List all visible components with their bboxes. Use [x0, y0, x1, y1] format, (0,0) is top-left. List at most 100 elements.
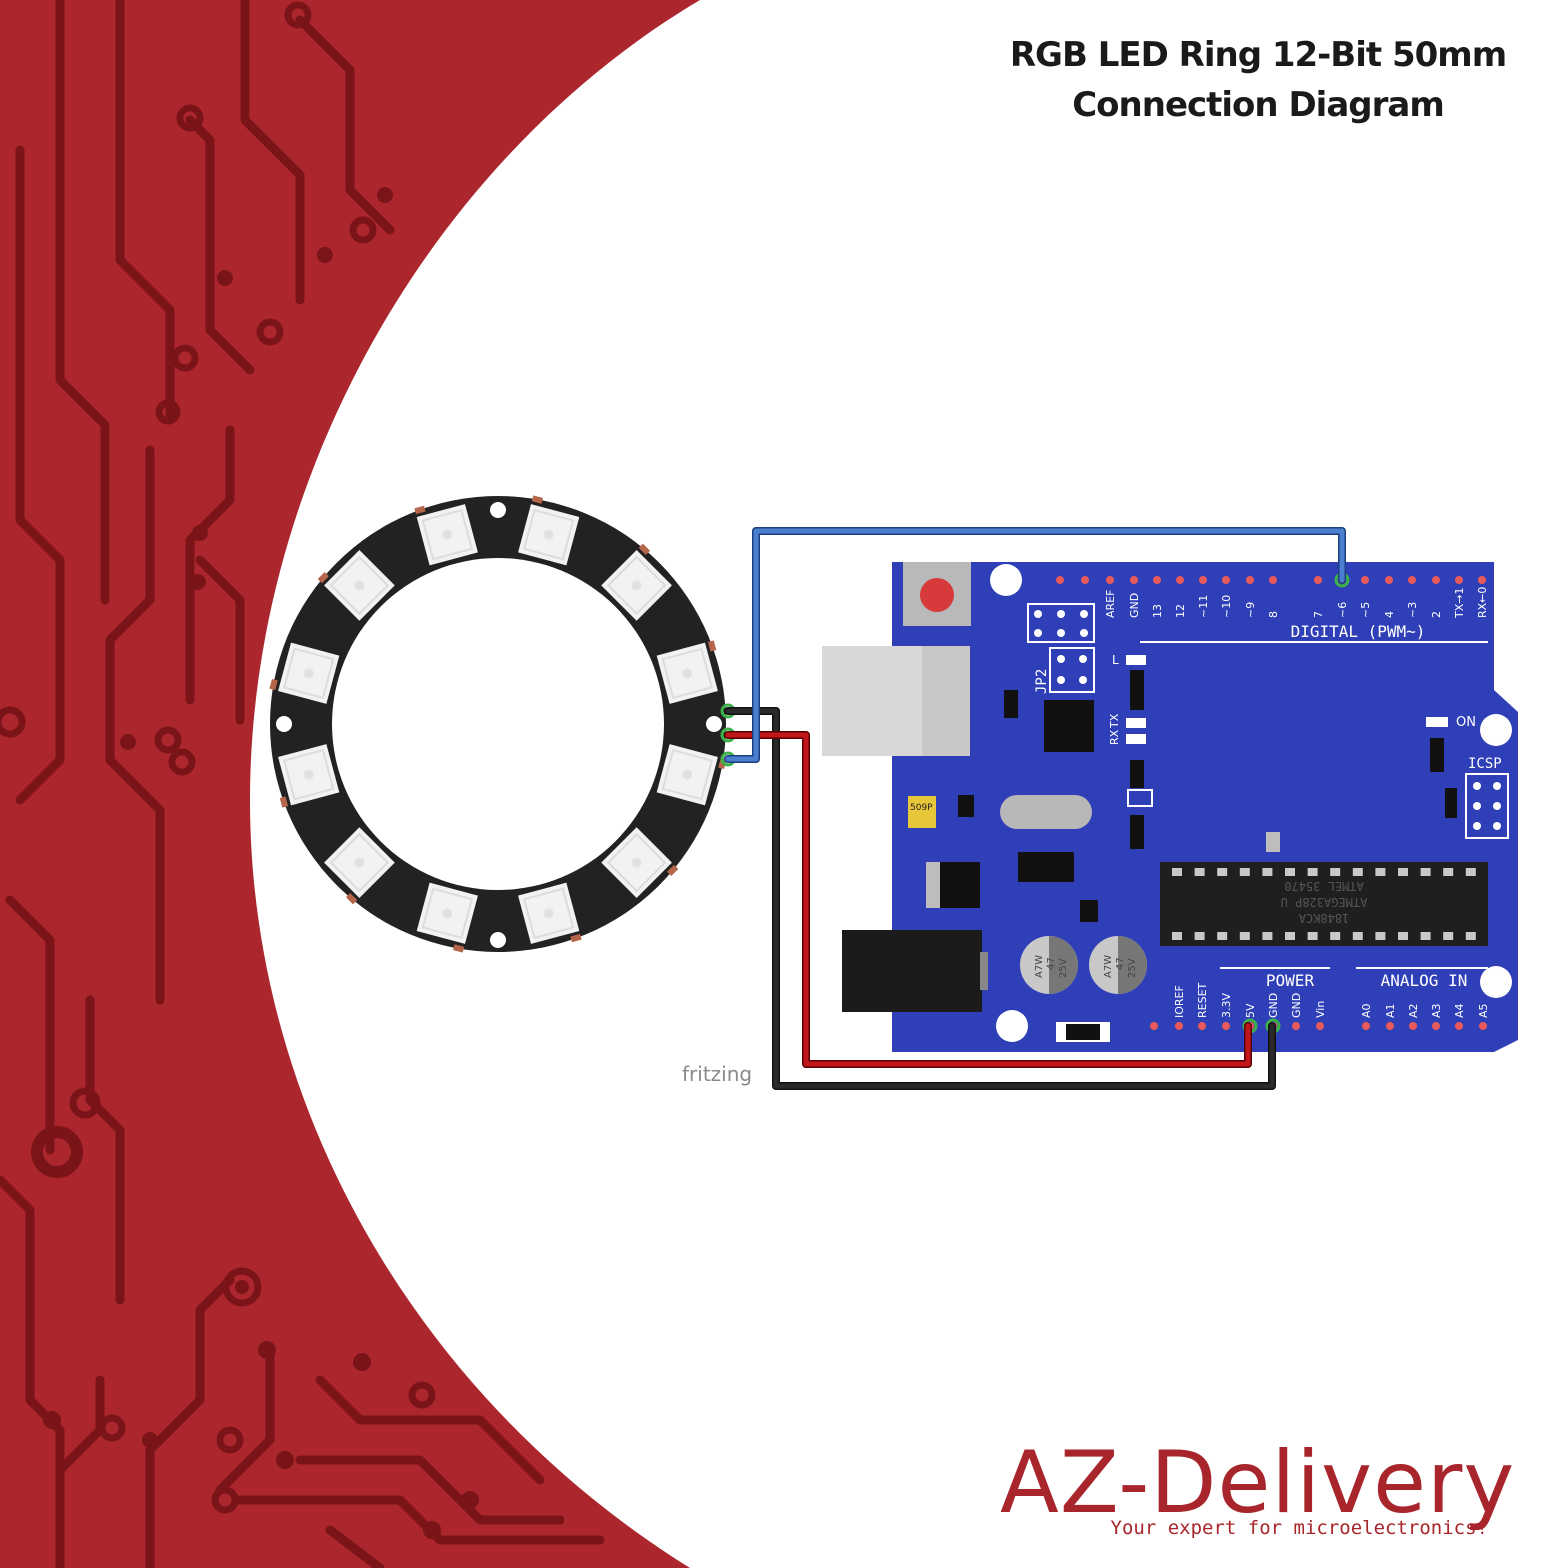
wire-5v: [725, 732, 1251, 1067]
title-line-1: RGB LED Ring 12-Bit 50mm: [1009, 35, 1507, 75]
analog-pin-label: A4: [1453, 1003, 1466, 1018]
capacitor-2: A7W 47 25V: [1089, 936, 1147, 994]
chip-pin: [1352, 868, 1363, 876]
digital-pin-label: 4: [1383, 611, 1396, 618]
digital-pin[interactable]: [1269, 576, 1277, 584]
circuit-bullseye: [235, 1280, 249, 1294]
page-title: RGB LED Ring 12-Bit 50mm Connection Diag…: [978, 30, 1538, 130]
digital-pin[interactable]: [1130, 576, 1138, 584]
power-pin-label: 5V: [1244, 1003, 1257, 1018]
digital-pin[interactable]: [1222, 576, 1230, 584]
digital-pin[interactable]: [1478, 576, 1486, 584]
digital-pin-label: TX→1: [1453, 588, 1466, 619]
digital-pin[interactable]: [1361, 576, 1369, 584]
power-pin[interactable]: [1175, 1022, 1183, 1030]
svg-text:47: 47: [1046, 957, 1057, 970]
digital-pin[interactable]: [1106, 576, 1114, 584]
chip-pin: [1307, 932, 1318, 940]
svg-text:A7W: A7W: [1034, 955, 1045, 978]
analog-pin[interactable]: [1432, 1022, 1440, 1030]
digital-pin-label: ~5: [1359, 602, 1372, 618]
arduino-board: JP2 509P L TX RX ON ICSP: [822, 562, 1518, 1052]
analog-pin-label: A5: [1477, 1003, 1490, 1018]
power-pin-label: GND: [1267, 993, 1280, 1018]
digital-pin-label: 8: [1267, 611, 1280, 618]
chip-pin: [1172, 868, 1182, 876]
chip-pin: [1420, 932, 1431, 940]
ring-led: [278, 744, 340, 808]
chip-pin: [1420, 868, 1431, 876]
chip-pin: [1398, 868, 1408, 876]
ring-led: [269, 642, 340, 704]
digital-pin-label: ~3: [1406, 602, 1419, 618]
digital-pin-label: 12: [1174, 604, 1187, 618]
digital-pin-label: 7: [1312, 611, 1325, 618]
wires: [724, 527, 1346, 1090]
power-label: POWER: [1266, 971, 1315, 990]
analog-pin[interactable]: [1362, 1022, 1370, 1030]
chip-pin: [1217, 868, 1228, 876]
analog-pin[interactable]: [1455, 1022, 1463, 1030]
chip-pin: [1330, 868, 1341, 876]
digital-pin-label: ~11: [1197, 595, 1210, 618]
digital-pin-label: ~9: [1244, 602, 1257, 618]
analog-pin-label: A0: [1360, 1003, 1373, 1018]
digital-pin[interactable]: [1081, 576, 1089, 584]
led-ring: [269, 495, 736, 953]
ring-led: [518, 882, 582, 944]
ring-led: [414, 504, 478, 566]
svg-text:25V: 25V: [1127, 958, 1138, 978]
power-pin[interactable]: [1150, 1022, 1158, 1030]
power-pin[interactable]: [1198, 1022, 1206, 1030]
circuit-dots: [43, 187, 479, 1539]
digital-pin-label: RX←0: [1476, 587, 1489, 618]
chip-pin: [1375, 868, 1386, 876]
power-pin-label: RESET: [1196, 982, 1209, 1018]
chip-pin: [1194, 932, 1205, 940]
fritzing-watermark: fritzing: [682, 1062, 753, 1086]
chip-pin: [1352, 932, 1363, 940]
brand-name: AZ-Delivery: [1000, 1433, 1516, 1533]
chip-pin: [1375, 932, 1386, 940]
wire-din: [725, 528, 1345, 762]
digital-pin[interactable]: [1432, 576, 1440, 584]
digital-pin-label: GND: [1128, 593, 1141, 618]
power-pin[interactable]: [1316, 1022, 1324, 1030]
digital-pin[interactable]: [1385, 576, 1393, 584]
digital-pin[interactable]: [1199, 576, 1207, 584]
digital-pin-label: 2: [1430, 611, 1443, 618]
reset-button[interactable]: [920, 578, 954, 612]
power-pin-label: 3.3V: [1220, 993, 1233, 1018]
chip-pin: [1239, 932, 1250, 940]
analog-pin[interactable]: [1409, 1022, 1417, 1030]
chip-pin: [1285, 932, 1295, 940]
analog-pin-label: A2: [1407, 1003, 1420, 1018]
ring-led: [416, 882, 478, 953]
digital-pin[interactable]: [1455, 576, 1463, 584]
chip-pin: [1194, 868, 1205, 876]
svg-text:A7W: A7W: [1103, 955, 1114, 978]
chip-pin: [1465, 868, 1476, 876]
digital-pin[interactable]: [1246, 576, 1254, 584]
power-pin[interactable]: [1292, 1022, 1300, 1030]
digital-pin-label: ~6: [1336, 602, 1349, 618]
digital-pin[interactable]: [1153, 576, 1161, 584]
chip-pin: [1307, 868, 1318, 876]
power-jack: [842, 930, 982, 1012]
chip-pin: [1443, 868, 1454, 876]
led-l-label: L: [1112, 653, 1119, 667]
brand-tagline: Your expert for microelectronics!: [1110, 1517, 1489, 1539]
digital-pin[interactable]: [1314, 576, 1322, 584]
capacitor-1: A7W 47 25V: [1020, 936, 1078, 994]
analog-pin[interactable]: [1386, 1022, 1394, 1030]
red-background: [0, 0, 700, 1568]
chip-text-line2: ATMEGA328P U: [1281, 895, 1368, 909]
digital-pin[interactable]: [1056, 576, 1064, 584]
digital-pin[interactable]: [1176, 576, 1184, 584]
chip-pin: [1217, 932, 1228, 940]
chip-pin: [1172, 932, 1182, 940]
chip-text-line1: ATMEL 35470: [1284, 879, 1363, 893]
analog-pin[interactable]: [1479, 1022, 1487, 1030]
digital-pin[interactable]: [1408, 576, 1416, 584]
power-pin[interactable]: [1222, 1022, 1230, 1030]
